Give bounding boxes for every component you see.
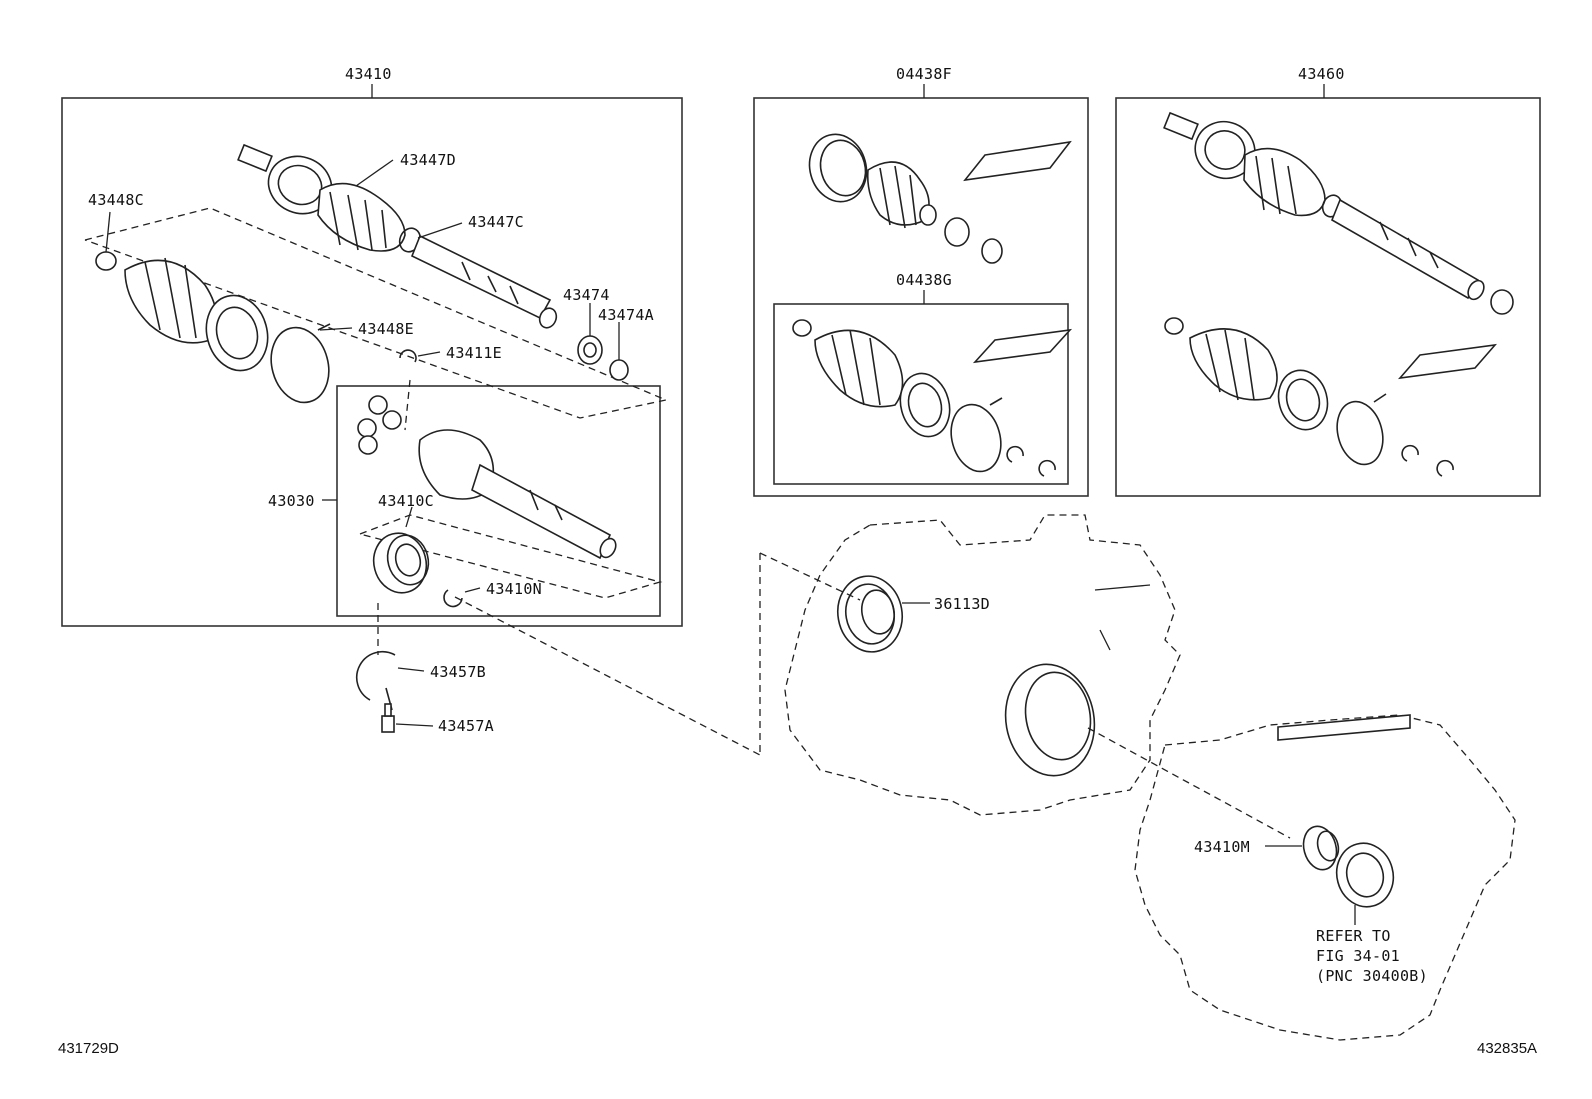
part-label-43448C: 43448C: [88, 191, 144, 209]
part-label-43447D: 43447D: [400, 151, 456, 169]
part-label-43447C: 43447C: [468, 213, 524, 231]
part-label-43410C: 43410C: [378, 492, 434, 510]
right-assembly-box: [1115, 97, 1541, 497]
group-label-04438F: 04438F: [896, 65, 952, 83]
part-label-43474A: 43474A: [598, 306, 654, 324]
left-inner-boot-drawing: [95, 251, 331, 404]
lower-clamp-drawing: [355, 603, 396, 733]
part-label-43410M: 43410M: [1194, 838, 1250, 856]
transaxle-housing-drawing: [454, 514, 1181, 816]
group-label-43410: 43410: [345, 65, 392, 83]
part-label-43410N: 43410N: [486, 580, 542, 598]
right-boot-kit-drawing: [1164, 317, 1497, 477]
part-label-43030: 43030: [268, 492, 315, 510]
leader-lines: [105, 159, 1356, 925]
part-label-36113D: 36113D: [934, 595, 990, 613]
part-label-43457A: 43457A: [438, 717, 494, 735]
boot-kit-g-drawing: [792, 319, 1073, 477]
refer-note-line-1: REFER TO: [1316, 927, 1391, 945]
left-misc-rings-drawing: [399, 335, 629, 381]
part-label-43448E: 43448E: [358, 320, 414, 338]
inner-joint-drawing: [357, 379, 663, 608]
inner-joint-box: [336, 385, 661, 617]
group-label-43460: 43460: [1298, 65, 1345, 83]
part-label-43457B: 43457B: [430, 663, 486, 681]
part-label-43411E: 43411E: [446, 344, 502, 362]
boot-kit-g-box: [773, 303, 1069, 485]
part-label-43474: 43474: [563, 286, 610, 304]
refer-note-line-2: FIG 34-01: [1316, 947, 1400, 965]
group-label-04438G: 04438G: [896, 271, 952, 289]
illustration-code-left: 431729D: [58, 1040, 119, 1057]
illustration-code-right: 432835A: [1477, 1040, 1537, 1057]
lower-housing-drawing: [1087, 714, 1516, 1041]
refer-note-line-3: (PNC 30400B): [1316, 967, 1428, 985]
right-drive-shaft-drawing: [1163, 111, 1514, 315]
boot-kit-f-drawing: [808, 133, 1072, 264]
boot-kit-f-box: [753, 97, 1089, 497]
left-drive-shaft-drawing: [84, 143, 669, 419]
